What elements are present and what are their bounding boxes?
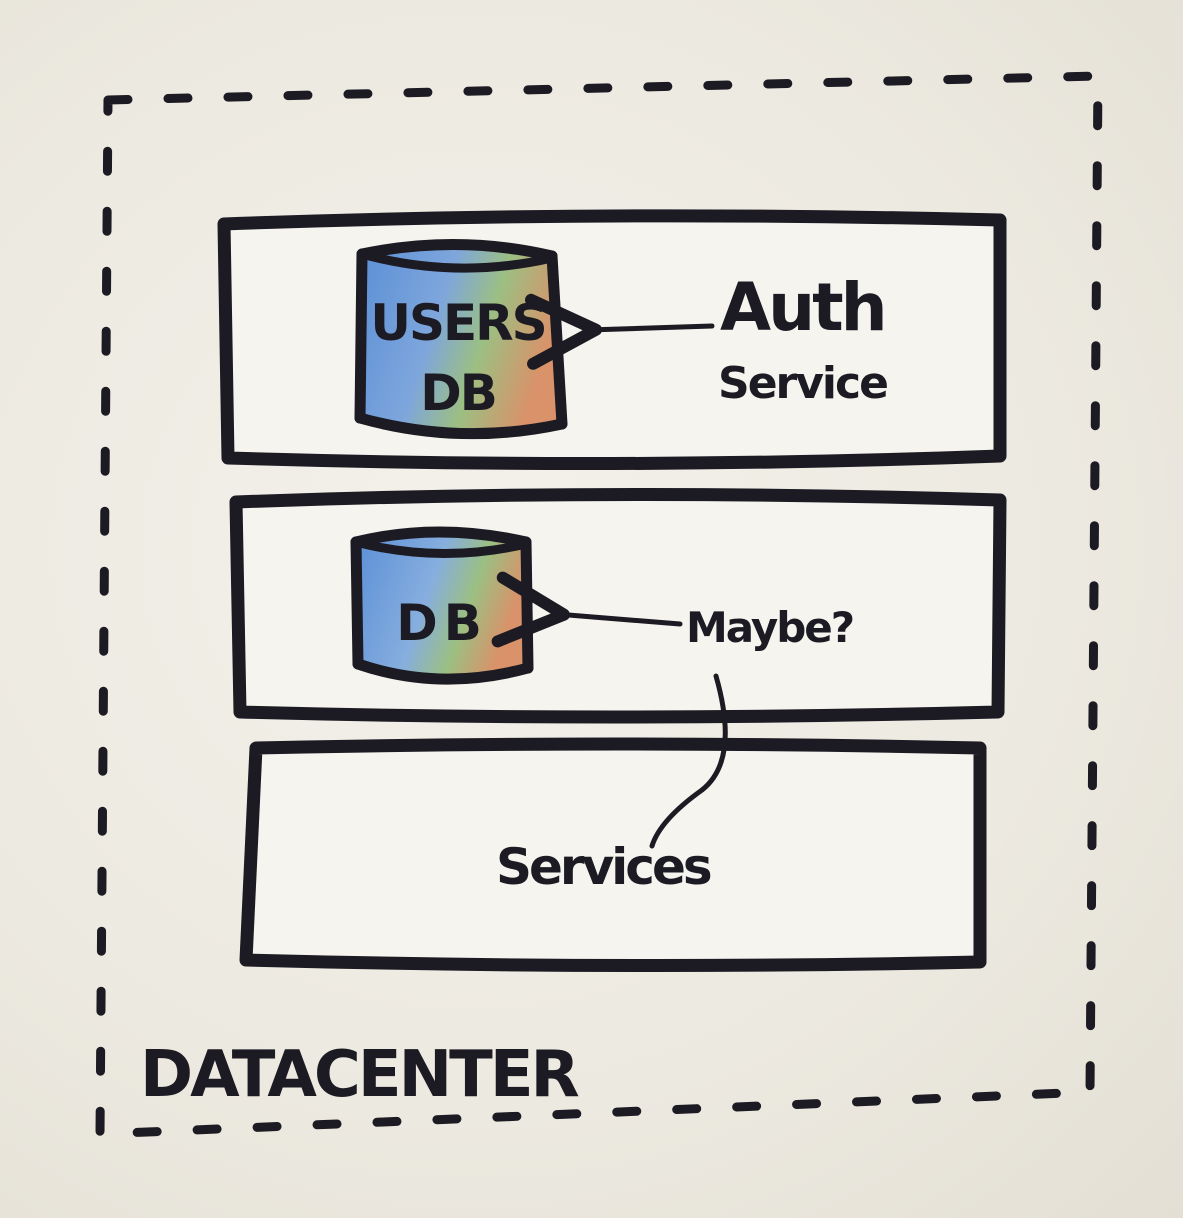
maybe-to-services-connector [649, 673, 728, 849]
db-cylinder-icon [350, 526, 534, 685]
users-db-label-line2: DB [420, 364, 496, 422]
maybe-label: Maybe? [686, 603, 853, 652]
users-db-cylinder-icon [354, 239, 568, 440]
users-db-label-line1: USERS [370, 294, 545, 352]
arrow-left-icon [491, 571, 683, 648]
datacenter-boundary [95, 71, 1103, 1139]
auth-service-label-line1: Auth [720, 269, 885, 346]
auth-service-label-line2: Service [718, 358, 887, 409]
db-label: DB [396, 594, 488, 652]
tier-box-2 [229, 487, 1007, 724]
arrow-left-icon [524, 293, 715, 370]
datacenter-label: DATACENTER [140, 1038, 579, 1112]
tier-box-3 [239, 737, 987, 973]
services-label: Services [496, 838, 711, 896]
